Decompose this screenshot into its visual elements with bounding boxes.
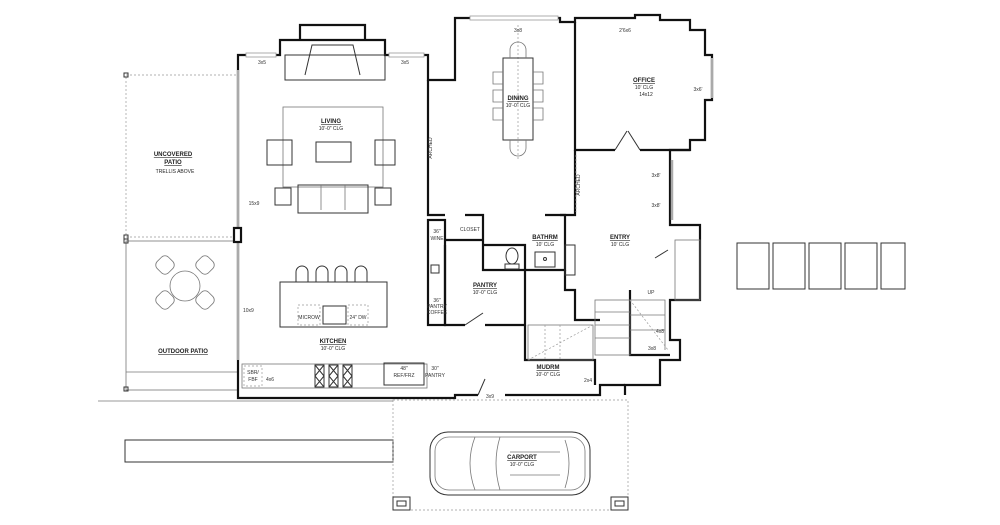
stair-window-1: 4x8 [656,329,664,335]
entry-window-2: 3x8' [651,203,660,209]
office-ceiling: 10' CLG [635,85,653,91]
mudroom-label: MUDRM [537,365,560,371]
office-window-top: 2'6x6 [619,28,631,34]
entry-ceiling: 10' CLG [611,242,629,248]
front-door[interactable] [654,249,669,259]
mudroom-door[interactable] [477,378,486,396]
kitchen-pantry-size: 30" [431,366,439,372]
stair-up-label: UP [648,290,656,296]
living-window-left: 3x5 [258,60,266,66]
uncovered-patio-label-2: PATIO [164,160,182,166]
living-ceiling: 10'-0" CLG [319,126,344,132]
kitchen-pantry-label: PANTRY [425,373,445,379]
wine-label: WINE [430,236,444,242]
outdoor-patio: OUTDOOR PATIO [123,238,239,392]
kitchen-ceiling: 10'-0" CLG [321,346,346,352]
office-label: OFFICE [633,78,655,84]
ref-size: 48" [400,366,408,372]
closet-label: CLOSET [460,227,480,233]
kitchen-door-size: 10x9 [243,308,254,314]
office-window-east: 3x6' [693,87,702,93]
carport-label: CARPORT [507,455,537,461]
mudroom-ceiling: 10'-0" CLG [536,372,561,378]
dining-ceiling: 10'-0" CLG [506,103,531,109]
coffee-size: 36" [433,298,441,304]
microwave-label: MICROW [298,315,320,321]
fridge-drawer-label: SBR/ [247,370,259,376]
coffee-pantry: PANTRY [427,304,447,310]
arched-opening-right: ARCHED [576,174,582,196]
pantry-ceiling: 10'-0" CLG [473,290,498,296]
stairs[interactable]: UP 4x8 3x8 [527,290,669,361]
trellis-note: TRELLIS ABOVE [156,169,195,175]
dining-window-size: 3x8 [514,28,522,34]
entry-window-1: 3x8' [651,173,660,179]
bathroom-label: BATHRM [532,235,558,241]
walls [232,13,714,400]
living-door-size: 15x9 [249,201,260,207]
office: OFFICE 10' CLG 14x12 2'6x6 3x6' [614,28,703,151]
car [429,431,591,496]
living-window-right: 3x5 [401,60,409,66]
wine-size: 36" [433,229,441,235]
dining-room: DINING 10'-0" CLG 3x8 [492,25,544,160]
dining-label: DINING [508,96,529,102]
fridge-drawer-label-2: FBF [248,377,257,383]
coffee-label: COFFEE [427,310,448,316]
wine-coffee-column: 36" WINE 36" PANTRY COFFEE [427,229,448,316]
patio-table [155,255,215,310]
living-room: LIVING 10'-0" CLG 3x5 3x5 15x9 ARCHED [249,60,434,214]
stair-window-2: 3x8 [648,346,656,352]
office-size: 14x12 [639,92,653,98]
entry: ENTRY 10' CLG 3x8' 3x8' ARCHED [564,155,669,276]
kitchen: MICROW 24" DW KITCHEN 10'-0" CLG 10x9 SB… [241,265,446,389]
pantry-label: PANTRY [473,283,497,289]
ref-label: REF/FRZ [393,373,414,379]
bathroom: BATHRM 10' CLG [504,235,558,270]
living-label: LIVING [321,119,341,125]
walkway-pavers [736,242,906,290]
arched-opening-left: ARCHED [428,137,434,159]
uncovered-patio-label: UNCOVERED [154,152,193,158]
mudroom-door-size: 3x9 [486,394,494,400]
mudroom-window-size: 2x4 [584,378,592,384]
entry-label: ENTRY [610,235,630,241]
carport-ceiling: 10'-0" CLG [510,462,535,468]
dishwasher-label: 24" DW [349,315,366,321]
mudroom: MUDRM 10'-0" CLG 2x4 3x9 [477,365,592,400]
kitchen-window-size: 4x6 [266,377,274,383]
pantry-door[interactable] [464,312,484,326]
uncovered-patio: UNCOVERED PATIO TRELLIS ABOVE [123,72,239,240]
outdoor-patio-label: OUTDOOR PATIO [158,349,208,355]
bathroom-ceiling: 10' CLG [536,242,554,248]
carport: CARPORT 10'-0" CLG [98,399,629,511]
kitchen-label: KITCHEN [320,339,347,345]
office-french-doors[interactable] [614,130,641,151]
